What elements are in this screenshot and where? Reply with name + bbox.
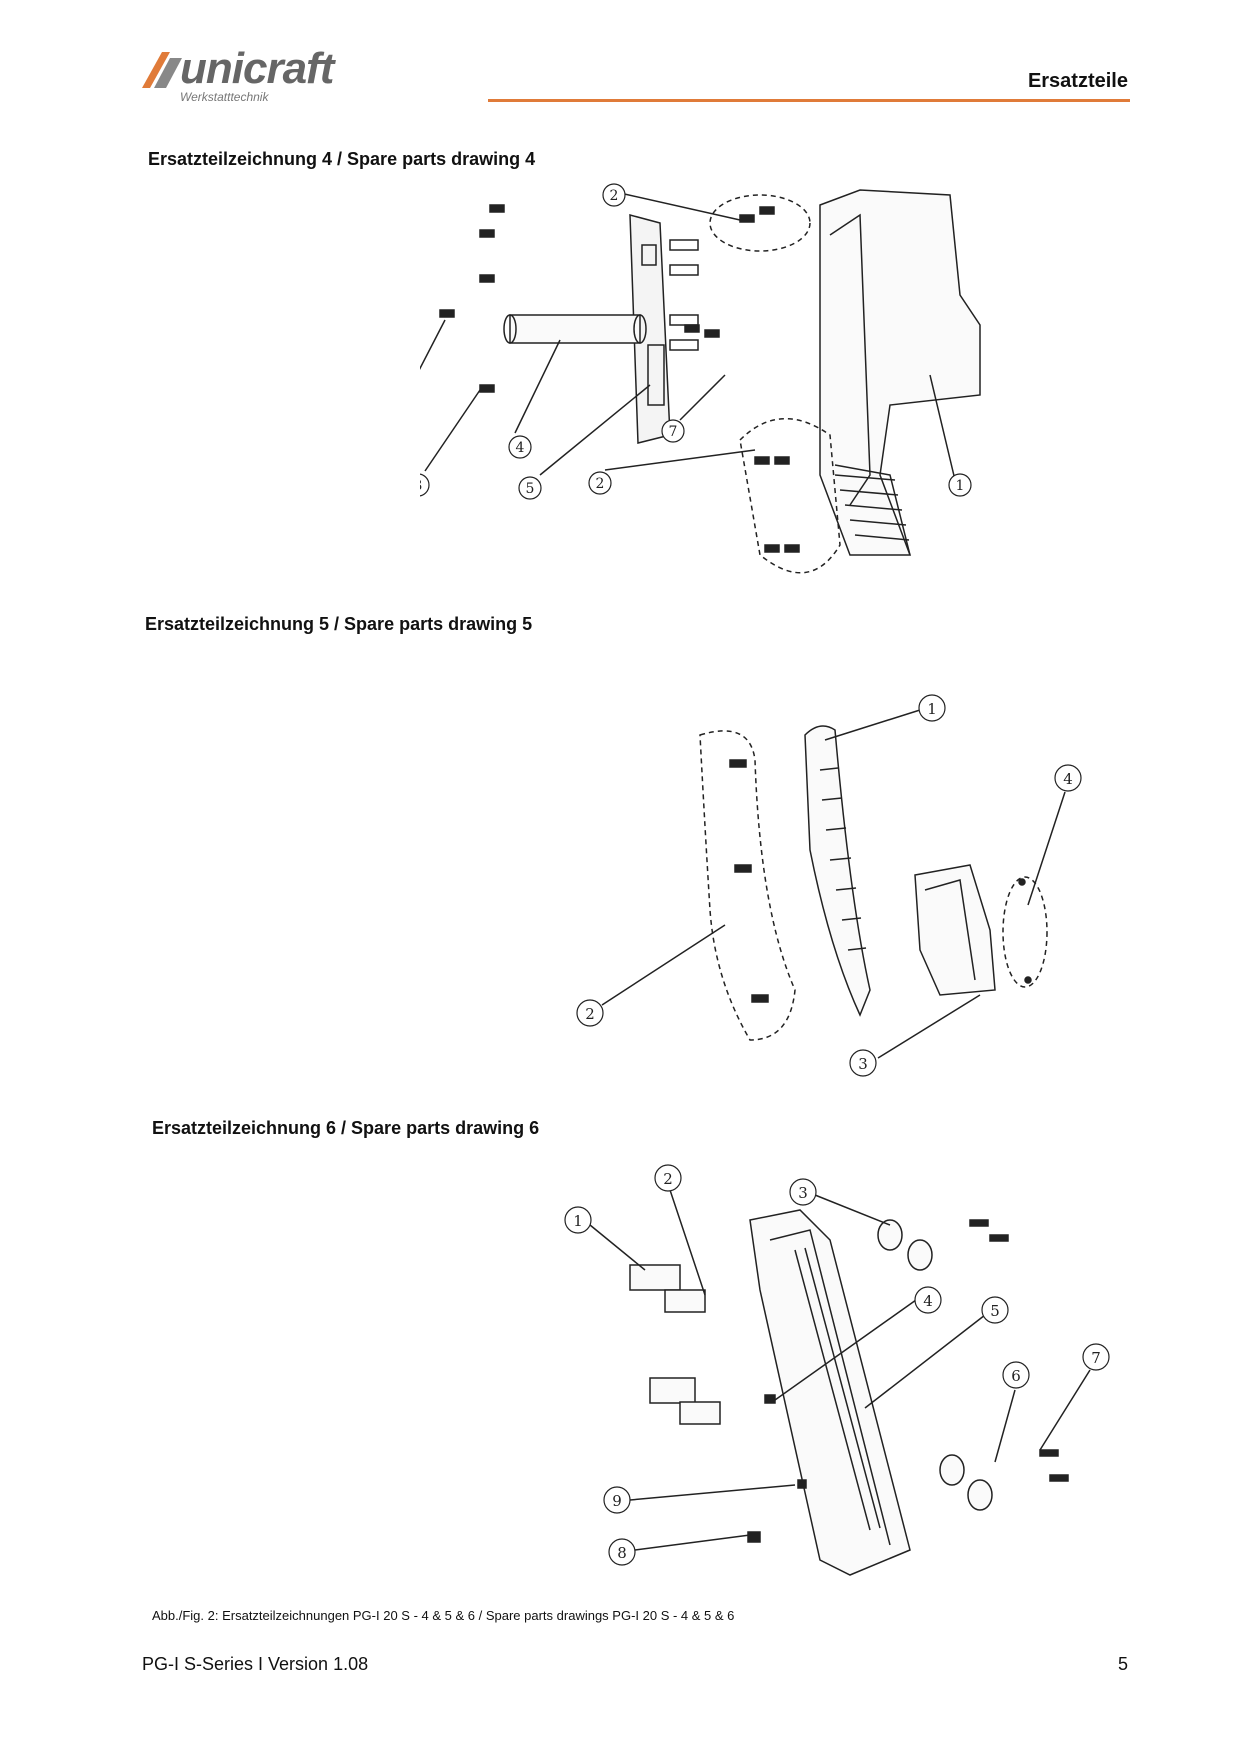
drawing-6-label: 6 bbox=[1011, 1367, 1021, 1385]
header-rule bbox=[488, 99, 1130, 102]
drawing-6: 2 1 3 4 5 6 7 9 8 bbox=[564, 1164, 1110, 1576]
drawing-5-label: 4 bbox=[1063, 770, 1073, 788]
drawing-5: 1 4 2 3 bbox=[576, 694, 1082, 1077]
drawing-4-label: 3 bbox=[420, 478, 422, 494]
drawing-4-label: 2 bbox=[610, 188, 619, 204]
unicraft-logo: unicraft Werkstatttechnik bbox=[140, 44, 380, 106]
logo-subtitle: Werkstatttechnik bbox=[180, 90, 269, 104]
drawing-4-label: 4 bbox=[516, 440, 525, 456]
footer-version: PG-I S-Series I Version 1.08 bbox=[142, 1654, 369, 1674]
drawing-4-label: 1 bbox=[956, 478, 965, 494]
drawing-4-label: 7 bbox=[669, 424, 678, 440]
drawing-4-label: 2 bbox=[596, 476, 605, 492]
drawing-5-label: 2 bbox=[585, 1005, 595, 1023]
section-title: Ersatzteile bbox=[1027, 70, 1128, 92]
page-number: 5 bbox=[1117, 1654, 1128, 1674]
drawing-6-label: 8 bbox=[617, 1544, 627, 1562]
drawing-5-label: 3 bbox=[858, 1055, 868, 1073]
drawing-5-label: 1 bbox=[927, 700, 937, 718]
logo-wordmark: unicraft bbox=[180, 44, 334, 93]
drawing-6-label: 7 bbox=[1091, 1349, 1101, 1367]
drawing-6-label: 4 bbox=[923, 1292, 933, 1310]
logo-mark-icon bbox=[142, 52, 182, 88]
drawing-5-title: Ersatzteilzeichnung 5 / Spare parts draw… bbox=[145, 614, 533, 634]
drawing-6-label: 9 bbox=[612, 1492, 622, 1510]
drawing-6-title: Ersatzteilzeichnung 6 / Spare parts draw… bbox=[152, 1118, 540, 1138]
drawing-6-label: 2 bbox=[663, 1170, 673, 1188]
drawing-4: 2 6 4 3 5 2 7 1 bbox=[420, 183, 981, 574]
drawing-6-label: 3 bbox=[798, 1184, 808, 1202]
figure-caption: Abb./Fig. 2: Ersatzteilzeichnungen PG-I … bbox=[152, 1608, 735, 1623]
drawing-6-label: 1 bbox=[573, 1212, 583, 1230]
drawing-4-label: 5 bbox=[526, 481, 535, 497]
drawing-6-label: 5 bbox=[990, 1302, 1000, 1320]
drawing-4-title: Ersatzteilzeichnung 4 / Spare parts draw… bbox=[148, 149, 536, 169]
